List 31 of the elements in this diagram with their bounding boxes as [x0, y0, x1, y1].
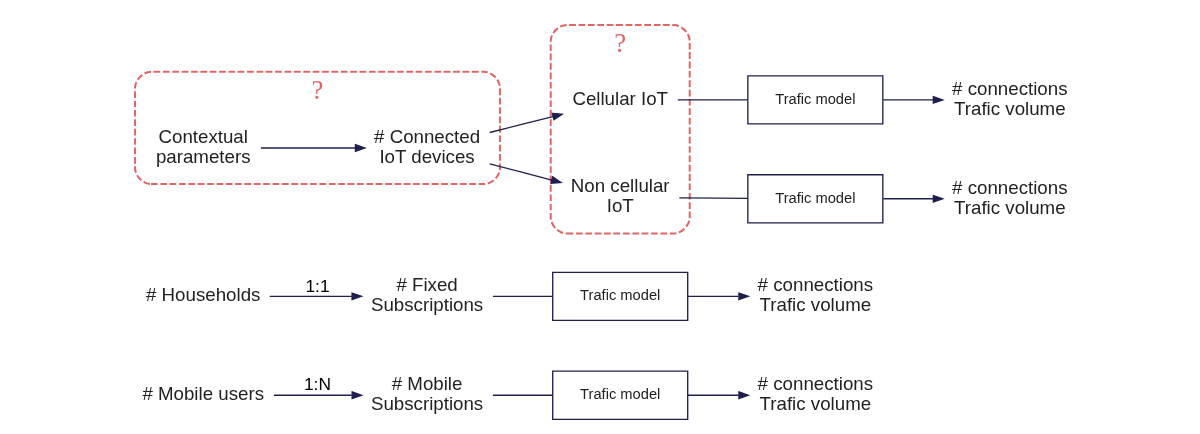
connector	[676, 98, 748, 101]
edge-label: 1:1	[304, 275, 330, 296]
arrow	[268, 291, 363, 301]
arrow	[686, 291, 750, 301]
node-text: Cellular IoT	[571, 87, 668, 109]
node-text: # connections Trafic volume	[951, 77, 1068, 119]
arrow	[686, 390, 750, 399]
node-text: Non cellular IoT	[570, 174, 670, 216]
node-box: Trafic model	[746, 74, 883, 125]
node-box: Trafic model	[551, 271, 688, 321]
arrow	[259, 143, 367, 152]
node-text: # Mobile users	[141, 382, 264, 404]
connector	[491, 394, 553, 396]
arrow	[882, 194, 945, 203]
node-text: # Households	[145, 283, 260, 305]
node-text: Contextual parameters	[155, 125, 251, 167]
node-text: # Mobile Subscriptions	[370, 372, 483, 414]
connector	[491, 295, 553, 297]
edge-label: 1:N	[303, 373, 331, 394]
node-box: Trafic model	[551, 370, 688, 420]
arrow	[882, 95, 945, 104]
node-text: # connections Trafic volume	[757, 372, 873, 414]
arrow	[488, 162, 563, 184]
connector	[678, 196, 748, 199]
node-text: # Fixed Subscriptions	[370, 273, 483, 315]
node-text: # connections Trafic volume	[951, 176, 1068, 218]
node-text: # Connected IoT devices	[373, 125, 480, 167]
node-text: # connections Trafic volume	[757, 273, 873, 315]
arrow	[272, 390, 364, 399]
node-box: Trafic model	[746, 173, 883, 223]
arrow	[488, 112, 564, 133]
